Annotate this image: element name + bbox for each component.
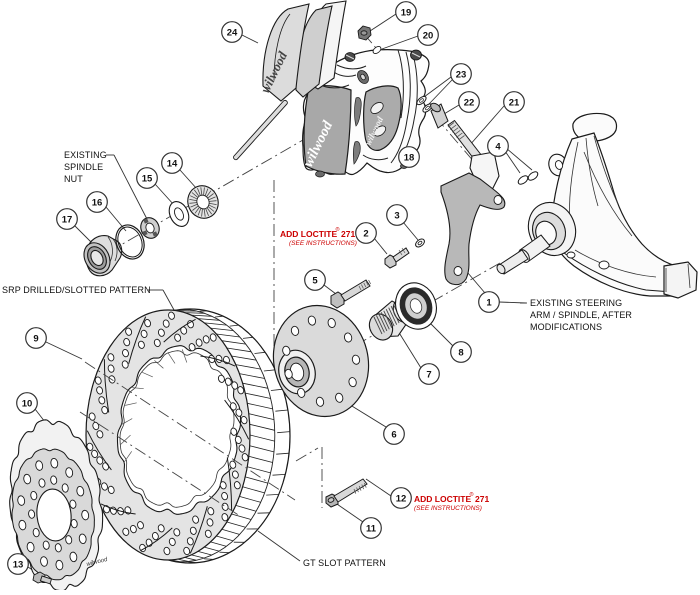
svg-text:3: 3 (394, 210, 399, 221)
svg-text:ADD LOCTITE: ADD LOCTITE (414, 494, 471, 504)
svg-text:(SEE INSTRUCTIONS): (SEE INSTRUCTIONS) (289, 240, 357, 247)
svg-text:20: 20 (423, 30, 434, 41)
svg-text:271: 271 (341, 229, 355, 239)
svg-text:(SEE INSTRUCTIONS): (SEE INSTRUCTIONS) (414, 505, 482, 512)
svg-text:13: 13 (13, 559, 24, 570)
svg-text:22: 22 (464, 97, 475, 108)
svg-text:23: 23 (456, 69, 467, 80)
svg-text:9: 9 (33, 333, 38, 344)
svg-text:12: 12 (396, 493, 407, 504)
svg-text:2: 2 (363, 228, 368, 239)
svg-text:EXISTING STEERING: EXISTING STEERING (530, 298, 622, 308)
svg-text:11: 11 (366, 523, 377, 534)
svg-text:4: 4 (495, 141, 501, 152)
svg-text:15: 15 (142, 173, 153, 184)
svg-text:271: 271 (475, 494, 489, 504)
svg-text:®: ® (470, 491, 474, 498)
svg-text:14: 14 (167, 158, 178, 169)
svg-text:ARM / SPINDLE, AFTER: ARM / SPINDLE, AFTER (530, 310, 632, 320)
svg-text:SRP DRILLED/SLOTTED PATTERN: SRP DRILLED/SLOTTED PATTERN (2, 285, 151, 295)
svg-text:17: 17 (62, 214, 73, 225)
svg-text:6: 6 (391, 429, 396, 440)
svg-text:19: 19 (401, 7, 412, 18)
svg-text:SPINDLE: SPINDLE (64, 162, 103, 172)
svg-text:NUT: NUT (64, 174, 83, 184)
svg-text:16: 16 (92, 197, 103, 208)
svg-text:5: 5 (312, 275, 318, 286)
svg-text:EXISTING: EXISTING (64, 150, 107, 160)
svg-text:1: 1 (486, 297, 492, 308)
svg-text:21: 21 (509, 97, 520, 108)
svg-text:7: 7 (426, 369, 431, 380)
svg-text:10: 10 (22, 398, 33, 409)
svg-text:®: ® (336, 226, 340, 233)
svg-text:ADD LOCTITE: ADD LOCTITE (280, 229, 337, 239)
svg-text:GT SLOT PATTERN: GT SLOT PATTERN (303, 558, 386, 568)
svg-text:18: 18 (404, 152, 415, 163)
svg-text:24: 24 (227, 27, 238, 38)
svg-text:MODIFICATIONS: MODIFICATIONS (530, 322, 602, 332)
svg-text:8: 8 (458, 347, 463, 358)
